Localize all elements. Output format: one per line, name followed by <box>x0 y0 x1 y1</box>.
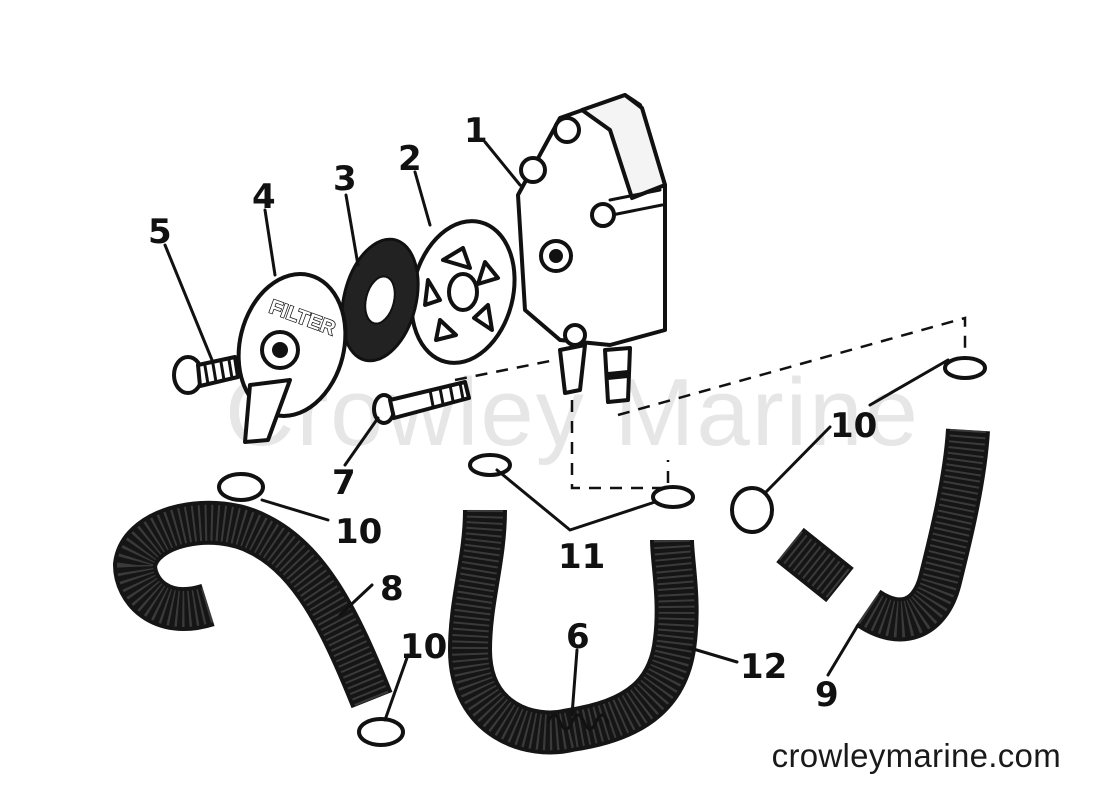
assembly-guide-lines <box>454 316 967 490</box>
fuel-pump-body <box>516 93 667 404</box>
callout-10-left: 10 <box>335 512 382 552</box>
callout-3: 3 <box>333 159 357 199</box>
callout-2: 2 <box>398 139 422 179</box>
fuel-hose-12 <box>448 509 699 755</box>
leader-lines <box>163 140 950 722</box>
callout-5: 5 <box>148 212 172 252</box>
callout-11: 11 <box>558 537 605 577</box>
thumb-screw <box>172 355 240 395</box>
spring <box>546 713 610 731</box>
callout-12: 12 <box>740 647 787 687</box>
callout-10-bottom: 10 <box>400 627 447 667</box>
pump-screw <box>372 380 471 425</box>
hose-clamps <box>217 356 987 747</box>
filter-screen <box>340 237 420 363</box>
callout-7: 7 <box>332 463 356 503</box>
callout-10-right: 10 <box>830 406 877 446</box>
callout-4: 4 <box>252 177 276 217</box>
fuel-hose-8 <box>113 500 393 709</box>
callout-9: 9 <box>815 675 839 715</box>
callout-6: 6 <box>566 617 590 657</box>
fuel-hose-9 <box>776 428 990 642</box>
callout-labels: 1 2 3 4 5 6 7 8 9 10 10 10 11 12 <box>148 111 877 715</box>
callout-1: 1 <box>464 111 488 151</box>
callout-8: 8 <box>380 569 404 609</box>
filter-cover: FILTER <box>236 272 348 444</box>
source-url: crowleymarine.com <box>771 737 1061 774</box>
